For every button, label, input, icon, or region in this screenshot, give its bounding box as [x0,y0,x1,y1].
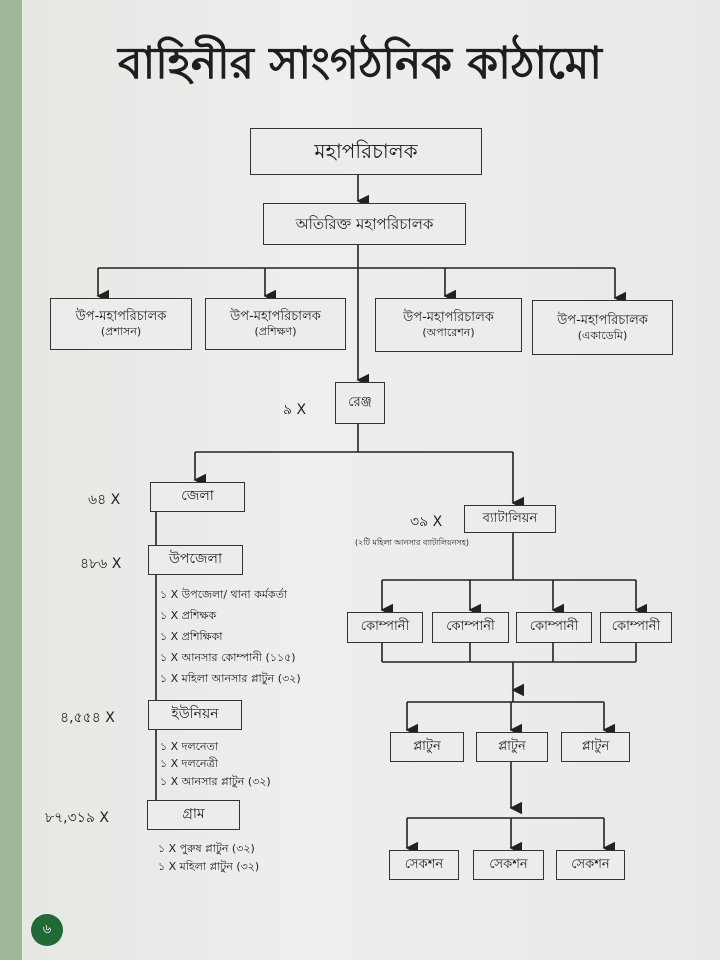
box-deputy-operations: উপ-মহাপরিচালক(অপারেশন) [375,298,522,352]
box-company: কোম্পানী [347,612,423,643]
battalion-label: ব্যাটালিয়ন [482,510,538,526]
box-section: সেকশন [473,850,544,880]
box-battalion: ব্যাটালিয়ন [464,505,556,533]
deputy-title: উপ-মহাপরিচালক [403,310,494,325]
box-section: সেকশন [389,850,459,880]
upazila-item: ১ X আনসার কোম্পানী (১১৫) [160,651,296,664]
platoon-label: প্লাটুন [413,738,441,754]
village-item: ১ X পুরুষ প্লাটুন (৩২) [158,842,255,855]
platoon-label: প্লাটুন [498,738,526,754]
box-deputy-admin: উপ-মহাপরিচালক(প্রশাসন) [50,298,192,350]
section-label: সেকশন [571,856,610,872]
company-label: কোম্পানী [529,619,579,635]
box-range: রেঞ্জ [335,382,385,424]
union-item: ১ X দলনেত্রী [160,757,218,770]
upazila-count: ৪৮৬ X [80,556,122,572]
company-label: কোম্পানী [611,619,661,635]
box-upazila: উপজেলা [148,545,243,575]
deputy-title: উপ-মহাপরিচালক [75,309,167,324]
village-item: ১ X মহিলা প্লাটুন (৩২) [158,860,260,873]
box-platoon: প্লাটুন [390,732,464,762]
district-label: জেলা [181,488,214,505]
box-company: কোম্পানী [432,612,509,643]
director-general-label: মহাপরিচালক [314,139,418,163]
union-item: ১ X দলনেতা [160,740,219,753]
deputy-title: উপ-মহাপরিচালক [557,312,648,328]
box-company: কোম্পানী [516,612,592,643]
range-label: রেঞ্জ [348,394,372,410]
upazila-item: ১ X উপজেলা/ থানা কর্মকর্তা [160,588,288,601]
union-label: ইউনিয়ন [171,706,219,723]
box-village: গ্রাম [147,800,240,830]
page-number: ৬ [42,921,52,937]
box-platoon: প্লাটুন [561,732,630,762]
union-count: ৪,৫৫৪ X [60,710,115,726]
section-label: সেকশন [489,856,528,872]
battalion-note: (২টি মহিলা আনসার ব্যাটালিয়নসহ) [355,538,470,547]
upazila-item: ১ X প্রশিক্ষিকা [160,630,223,643]
village-label: গ্রাম [182,806,205,823]
additional-dg-label: অতিরিক্ত মহাপরিচালক [295,214,434,233]
company-label: কোম্পানী [360,619,410,635]
deputy-dept: (একাডেমি) [577,328,628,342]
box-deputy-academy: উপ-মহাপরিচালক(একাডেমি) [532,300,673,355]
box-deputy-training: উপ-মহাপরিচালক(প্রশিক্ষণ) [205,298,346,350]
deputy-title: উপ-মহাপরিচালক [230,309,321,324]
deputy-dept: (অপারেশন) [422,326,475,340]
box-platoon: প্লাটুন [476,732,548,762]
deputy-dept: (প্রশাসন) [100,325,142,339]
box-union: ইউনিয়ন [148,700,242,730]
upazila-label: উপজেলা [168,551,223,568]
village-count: ৮৭,৩১৯ X [45,810,109,826]
company-label: কোম্পানী [446,619,495,635]
box-section: সেকশন [556,850,625,880]
upazila-item: ১ X মহিলা আনসার প্লাটুন (৩২) [160,672,301,685]
box-district: জেলা [150,482,245,512]
range-count: ৯ X [283,402,307,418]
battalion-count: ৩৯ X [410,514,443,530]
page-number-badge: ৬ [31,914,63,946]
section-label: সেকশন [404,856,444,872]
platoon-label: প্লাটুন [581,738,610,754]
box-additional-dg: অতিরিক্ত মহাপরিচালক [263,203,466,245]
page-title: বাহিনীর সাংগঠনিক কাঠামো [117,38,603,89]
deputy-dept: (প্রশিক্ষণ) [254,325,297,339]
union-item: ১ X আনসার প্লাটুন (৩২) [160,775,271,788]
upazila-item: ১ X প্রশিক্ষক [160,609,217,622]
box-company: কোম্পানী [600,612,672,643]
box-director-general: মহাপরিচালক [250,128,482,175]
district-count: ৬৪ X [88,492,121,508]
